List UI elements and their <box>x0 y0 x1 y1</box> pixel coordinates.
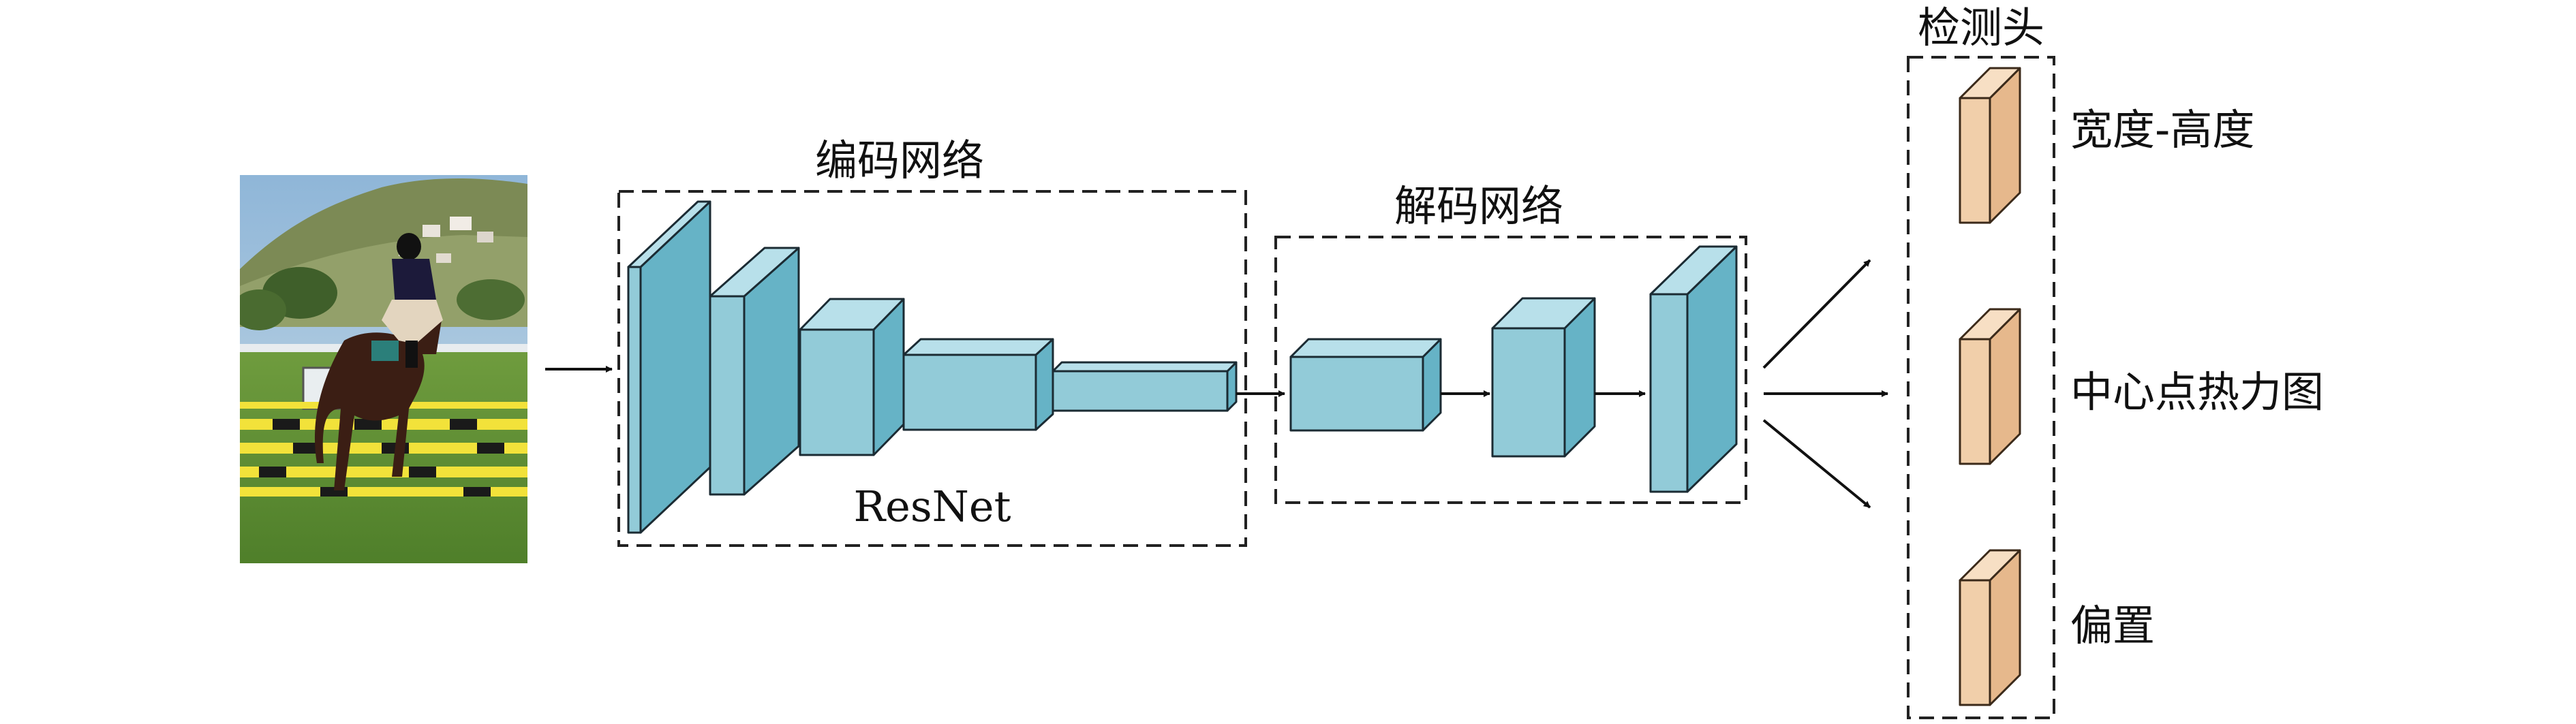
decoder-title: 解码网络 <box>1394 181 1563 231</box>
head-output-width-height: 宽度-高度 <box>2070 105 2254 155</box>
decoder-block-3 <box>1649 245 1738 493</box>
input-image <box>240 175 527 563</box>
head-block-center-heatmap <box>1959 308 2021 465</box>
head-block-width-height <box>1959 67 2021 224</box>
head-output-offset: 偏置 <box>2070 601 2155 650</box>
head-block-offset <box>1959 549 2021 706</box>
encoder-block-1 <box>627 200 711 534</box>
encoder-block-5 <box>1052 361 1238 412</box>
decoder-box <box>1274 236 1747 504</box>
head-output-center-heatmap: 中心点热力图 <box>2070 367 2324 417</box>
decoder-block-2 <box>1491 297 1596 458</box>
encoder-box <box>617 190 1247 547</box>
head-box <box>1907 56 2055 719</box>
head-arrow-bottom <box>1762 419 1871 509</box>
encoder-block-4 <box>902 338 1054 431</box>
head-arrow-top <box>1762 259 1871 369</box>
encoder-block-2 <box>709 247 800 496</box>
head-title: 检测头 <box>1918 3 2044 52</box>
decoder-block-1 <box>1289 338 1442 432</box>
encoder-block-3 <box>799 298 905 456</box>
encoder-title: 编码网络 <box>815 136 984 185</box>
encoder-backbone-label: ResNet <box>853 482 1011 531</box>
